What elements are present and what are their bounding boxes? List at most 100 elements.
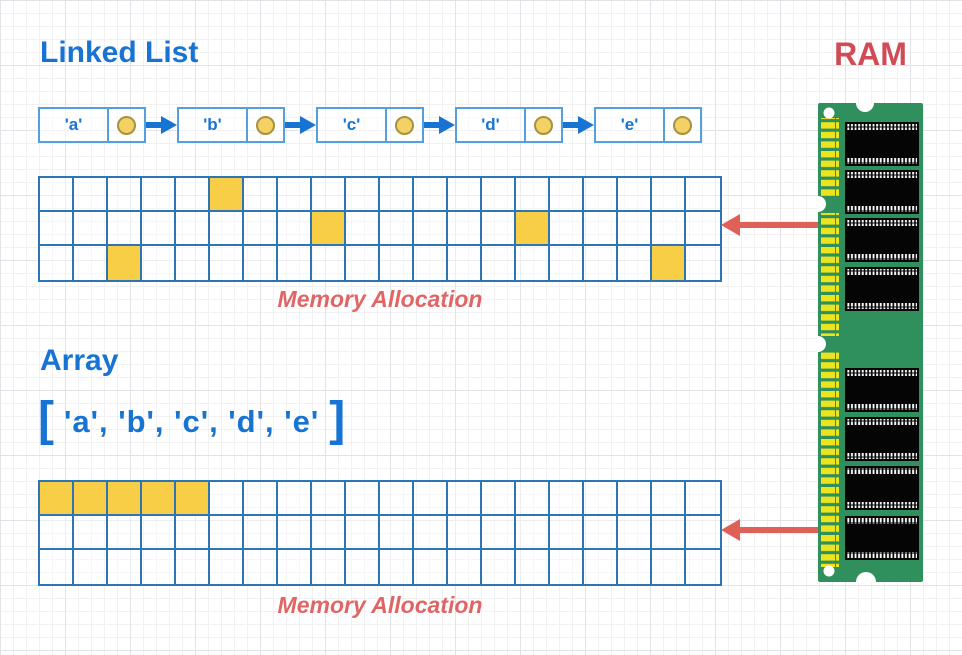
memory-cell [448, 482, 482, 516]
linked-list-node: 'c' [316, 107, 424, 143]
array-close-bracket: ] [329, 393, 346, 446]
memory-cell [346, 246, 380, 280]
linked-list-node: 'a' [38, 107, 146, 143]
memory-cell [380, 246, 414, 280]
memory-cell [448, 178, 482, 212]
memory-cell [414, 482, 448, 516]
pointer-dot-icon [673, 115, 692, 135]
memory-cell [482, 178, 516, 212]
memory-cell [142, 178, 176, 212]
memory-cell [176, 178, 210, 212]
node-value: 'a' [40, 109, 109, 141]
memory-cell [414, 212, 448, 246]
node-value: 'c' [318, 109, 387, 141]
array-title: Array [40, 344, 119, 377]
ram-title: RAM [834, 36, 907, 72]
memory-cell [584, 212, 618, 246]
array-memory-grid [38, 480, 722, 586]
pointer-dot-icon [534, 115, 553, 135]
memory-cell [142, 246, 176, 280]
memory-cell [584, 550, 618, 584]
memory-cell [40, 516, 74, 550]
memory-cell [516, 516, 550, 550]
linked-list-node: 'd' [455, 107, 563, 143]
memory-cell [244, 212, 278, 246]
memory-cell [176, 516, 210, 550]
memory-cell [482, 550, 516, 584]
memory-cell [312, 550, 346, 584]
memory-cell [516, 246, 550, 280]
memory-cell [618, 178, 652, 212]
memory-cell [618, 482, 652, 516]
memory-cell [74, 516, 108, 550]
memory-cell-allocated [108, 246, 142, 280]
memory-cell [652, 516, 686, 550]
memory-cell [142, 550, 176, 584]
memory-cell [414, 550, 448, 584]
memory-cell [686, 246, 720, 280]
memory-cell [278, 516, 312, 550]
memory-cell [312, 246, 346, 280]
next-pointer-arrow-icon [285, 116, 316, 134]
node-value: 'd' [457, 109, 526, 141]
node-pointer-cell [526, 109, 561, 141]
memory-cell [346, 550, 380, 584]
memory-cell [618, 550, 652, 584]
ram-chips [845, 122, 919, 560]
memory-cell [346, 178, 380, 212]
memory-cell [74, 212, 108, 246]
memory-cell [550, 550, 584, 584]
array-literal: [ 'a', 'b', 'c', 'd', 'e' ] [38, 393, 346, 446]
memory-cell [380, 516, 414, 550]
memory-cell [278, 246, 312, 280]
linked-list-memory-grid [38, 176, 722, 282]
memory-cell [108, 212, 142, 246]
pointer-dot-icon [256, 115, 275, 135]
memory-cell [244, 178, 278, 212]
linked-list-node: 'b' [177, 107, 285, 143]
memory-cell [550, 246, 584, 280]
memory-cell [380, 482, 414, 516]
memory-cell [686, 516, 720, 550]
memory-cell [312, 482, 346, 516]
node-pointer-cell [248, 109, 283, 141]
memory-cell [74, 550, 108, 584]
memory-cell [516, 482, 550, 516]
memory-cell [210, 482, 244, 516]
ram-stick-illustration [818, 103, 923, 582]
memory-cell-allocated [176, 482, 210, 516]
memory-cell [176, 246, 210, 280]
memory-cell [244, 550, 278, 584]
memory-cell [176, 550, 210, 584]
memory-cell [652, 212, 686, 246]
memory-cell [142, 212, 176, 246]
memory-cell [550, 482, 584, 516]
ram-to-array-grid-arrow-icon [721, 519, 818, 541]
array-items: 'a', 'b', 'c', 'd', 'e' [63, 404, 320, 439]
memory-cell-allocated [210, 178, 244, 212]
memory-cell [550, 212, 584, 246]
memory-cell [618, 212, 652, 246]
memory-cell [686, 212, 720, 246]
memory-cell-allocated [652, 246, 686, 280]
memory-cell [584, 482, 618, 516]
memory-cell [278, 550, 312, 584]
memory-cell [312, 178, 346, 212]
linked-list-memory-label: Memory Allocation [277, 286, 483, 312]
memory-cell [210, 516, 244, 550]
memory-cell [380, 212, 414, 246]
memory-cell [414, 246, 448, 280]
memory-cell [584, 516, 618, 550]
memory-cell-allocated [40, 482, 74, 516]
memory-cell-allocated [516, 212, 550, 246]
node-value: 'b' [179, 109, 248, 141]
memory-cell [74, 246, 108, 280]
linked-list-node: 'e' [594, 107, 702, 143]
memory-cell [210, 246, 244, 280]
pointer-dot-icon [117, 115, 136, 135]
next-pointer-arrow-icon [424, 116, 455, 134]
ram-to-linked-grid-arrow-icon [721, 214, 818, 236]
memory-cell [584, 178, 618, 212]
memory-cell-allocated [108, 482, 142, 516]
